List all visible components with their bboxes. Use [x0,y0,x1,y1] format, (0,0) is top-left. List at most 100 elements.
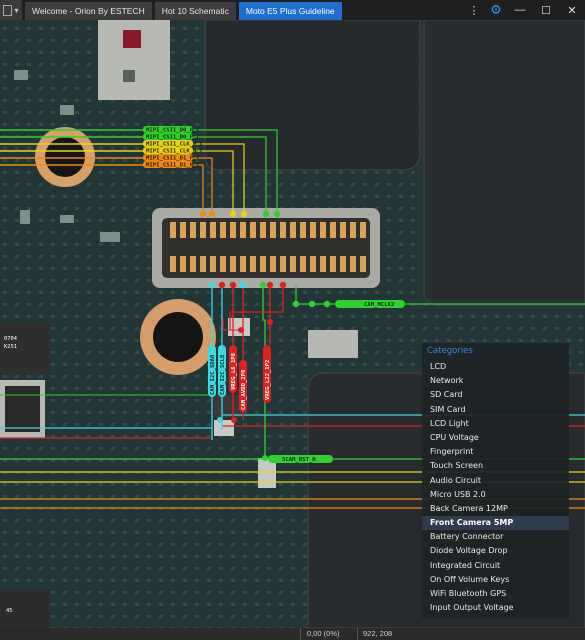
label-cam-i2c-sda0: CAM_I2C_SDA0 [210,354,216,395]
svg-text:0704: 0704 [4,336,17,342]
category-item[interactable]: On Off Volume Keys [430,574,510,584]
ic-chip [0,322,50,374]
tab-hot10-schematic[interactable]: Hot 10 Schematic [154,2,236,20]
tab-welcome[interactable]: Welcome - Orion By ESTECH [25,2,152,20]
category-item[interactable]: Fingerprint [430,447,474,457]
label-mipi-d1-p: MIPI_CSI1_D1_P_C [146,156,200,162]
connector-pin [340,222,346,238]
connector-pin [250,222,256,238]
label-cam-mclk2: CAM_MCLK2 [364,302,394,308]
tab-moto-e5-plus-guideline[interactable]: Moto E5 Plus Guideline [238,2,342,20]
connector-pin [280,256,286,272]
connector-pin [190,256,196,272]
category-item[interactable]: Back Camera 12MP [430,503,508,513]
close-button[interactable]: ✕ [567,4,577,17]
category-item[interactable]: LCD [430,362,447,371]
label-cam-avdd-2p8: CAM_AVDD_2P8 [241,369,247,410]
connector-pin [200,222,206,238]
connector-pin [290,222,296,238]
connector-pins-top [170,222,366,238]
connector-pin [220,222,226,238]
zoom-level: 0,00 (0%) [307,629,340,638]
connector-pin [240,222,246,238]
connector-pin [260,222,266,238]
connector-pin [210,222,216,238]
category-item[interactable]: Battery Connector [430,532,504,542]
category-item[interactable]: Network [430,376,464,386]
category-item[interactable]: Audio Circuit [430,475,482,485]
component-dark [123,70,135,82]
gear-icon[interactable]: ⚙ [490,2,502,17]
connector-pin [360,256,366,272]
category-item[interactable]: SIM Card [430,404,466,414]
connector-pin [290,256,296,272]
category-item[interactable]: Diode Voltage Drop [430,546,508,556]
more-options-icon[interactable]: ⋮ [468,4,480,17]
svg-text:K251: K251 [4,344,17,350]
category-item[interactable]: SD Card [430,390,463,400]
connector-pin [330,256,336,272]
label-cam-i2c-scl0: CAM_I2C_SCL0 [220,354,226,395]
label-mipi-d0-n: MIPI_CSI1_D0_N_C [146,128,200,134]
label-mipi-d1-n: MIPI_CSI1_D1_N_C [146,163,200,169]
label-mipi-d0-p: MIPI_CSI1_D0_P_C [146,135,200,141]
svg-text:45: 45 [6,608,13,614]
connector-pin [310,256,316,272]
cursor-coordinates: 922, 208 [363,629,393,638]
category-item[interactable]: Front Camera 5MP [422,516,569,531]
maximize-button[interactable]: ☐ [541,4,551,17]
connector-pin [200,256,206,272]
connector-pin [230,222,236,238]
category-item[interactable]: CPU Voltage [430,432,479,442]
connector-pin [300,222,306,238]
connector-pin [180,222,186,238]
connector-pin [330,222,336,238]
label-vreg-l22-1p2: VREG_L22_1P2 [265,360,271,400]
chevron-down-icon: ▾ [14,5,19,15]
app-menu-button[interactable]: ▾ [0,0,22,20]
connector-pin [340,256,346,272]
label-vreg-l6-1p8: VREG_L6_1P8 [231,352,237,390]
category-item[interactable]: Input Output Voltage [430,603,514,613]
category-item[interactable]: WiFi Bluetooth GPS [430,589,507,598]
connector-pins-bottom [170,256,366,272]
component-red [123,30,141,48]
category-item[interactable]: LCD Light [430,418,469,428]
connector-pin [300,256,306,272]
connector-pin [240,256,246,272]
connector-pin [180,256,186,272]
test-points [199,210,331,461]
connector-pin [230,256,236,272]
connector-pin [210,256,216,272]
status-bar: 0,00 (0%) 922, 208 [0,628,585,640]
connector-pin [250,256,256,272]
signal-labels: MIPI_CSI1_D0_N_C MIPI_CSI1_D0_P_C MIPI_C… [143,126,405,463]
title-bar: ▾ Welcome - Orion By ESTECH Hot 10 Schem… [0,0,585,20]
connector-pin [170,256,176,272]
connector-pin [220,256,226,272]
connector-pin [350,222,356,238]
connector-pin [270,222,276,238]
connector-pin [270,256,276,272]
label-mipi-clk-n: MIPI_CSI1_CLK_N_C [146,149,203,155]
connector-pin [280,222,286,238]
connector-pin [260,256,266,272]
connector-pin [350,256,356,272]
category-item[interactable]: Integrated Circuit [430,560,501,570]
right-shield [423,20,585,306]
categories-title: Categories [427,346,473,356]
board-view[interactable]: 0704 K251 45 [0,20,585,628]
label-mipi-clk-p: MIPI_CSI1_CLK_P_C [146,142,203,148]
label-scam-rst-n: SCAM_RST_N [282,457,316,463]
connector-pin [320,222,326,238]
minimize-button[interactable]: — [514,4,526,16]
connector-pin [320,256,326,272]
category-item[interactable]: Touch Screen [430,461,484,471]
connector-pin [360,222,366,238]
category-item[interactable]: Micro USB 2.0 [430,489,486,499]
app-icon [3,4,13,16]
top-shield [204,20,421,171]
connector-pin [170,222,176,238]
